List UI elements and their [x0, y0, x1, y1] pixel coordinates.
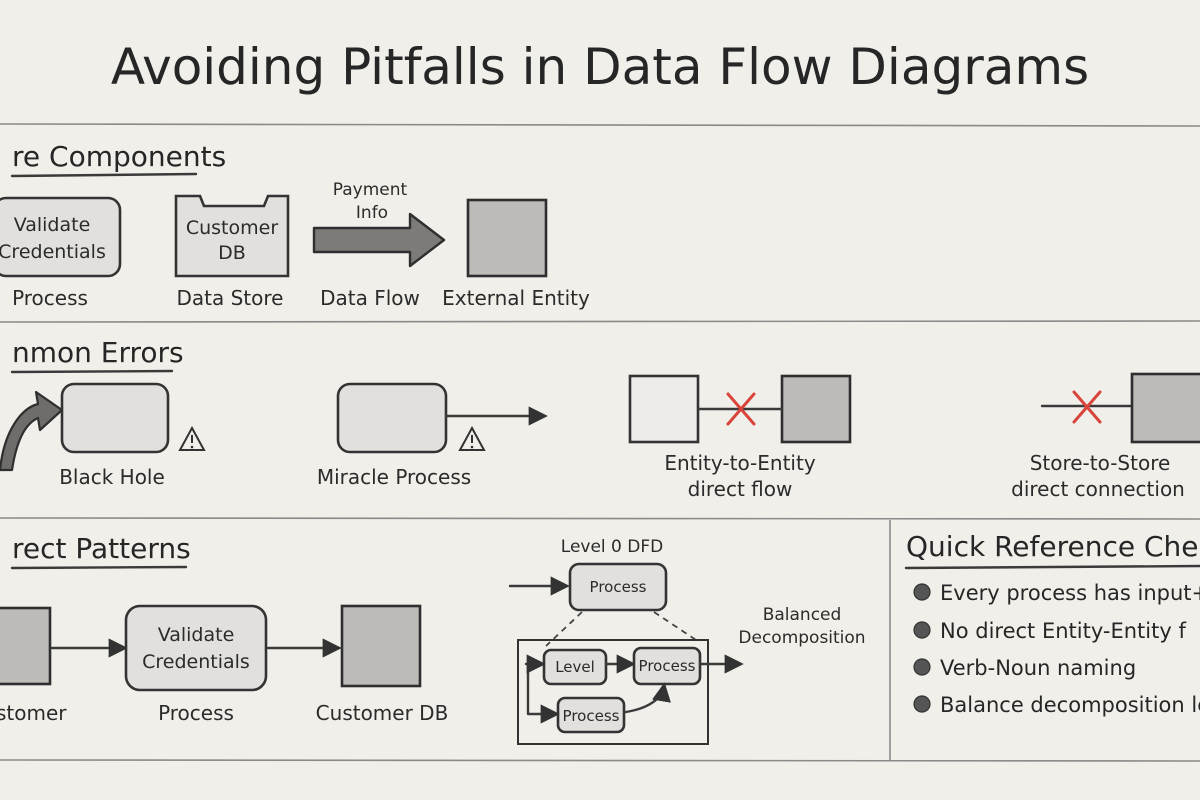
bullet-icon — [913, 621, 931, 639]
store-to-store-label-line1: Store-to-Store — [1030, 451, 1171, 475]
warning-triangle-icon — [178, 425, 206, 451]
external-entity-label: External Entity — [442, 286, 590, 310]
data-store-text-line2: DB — [218, 242, 246, 264]
level1-loop-arrow-icon — [526, 662, 560, 724]
entity-to-entity-label-line2: direct flow — [688, 477, 793, 501]
data-flow-label: Data Flow — [320, 286, 420, 310]
customer-db-label: Customer DB — [316, 701, 449, 725]
error-miracle-process: Miracle Process — [317, 382, 548, 489]
heading-underline — [10, 565, 188, 570]
page-title: Avoiding Pitfalls in Data Flow Diagrams — [111, 38, 1089, 96]
validate-process-shape — [124, 604, 268, 692]
miracle-process-shape — [336, 382, 448, 454]
section-correct-patterns: rect Patterns stomer Validate Credential… — [0, 532, 866, 745]
checklist-item: Balance decomposition lev — [940, 693, 1200, 717]
red-x-icon — [1072, 390, 1102, 424]
section-heading: nmon Errors — [12, 336, 184, 369]
validate-process-label: Process — [158, 701, 234, 725]
checklist-item: Verb-Noun naming — [940, 656, 1136, 680]
decomposition-line-right — [653, 611, 697, 641]
process-text-line1: Validate — [14, 214, 91, 236]
process-label: Process — [12, 286, 88, 310]
error-entity-to-entity: Entity-to-Entity direct flow — [628, 374, 852, 501]
component-data-store: Customer DB Data Store — [174, 194, 290, 310]
divider-top — [0, 123, 1200, 127]
data-flow-arrow-icon — [312, 212, 446, 268]
store-shape — [1130, 372, 1200, 444]
level1-box-bottom-text: Process — [563, 707, 620, 725]
section-heading: rect Patterns — [12, 532, 191, 565]
customer-db-shape — [340, 604, 422, 688]
level1-box-right-text: Process — [639, 657, 696, 675]
checklist-item: No direct Entity-Entity f — [940, 619, 1186, 643]
checklist-heading: Quick Reference Check — [906, 530, 1200, 563]
validate-process-text-line1: Validate — [158, 624, 235, 646]
component-external-entity: External Entity — [442, 198, 590, 310]
black-hole-process-shape — [60, 382, 170, 454]
section-core-components: re Components Validate Credentials Proce… — [0, 140, 590, 310]
level0-caption: Level 0 DFD — [561, 537, 663, 557]
divider-bottom — [0, 759, 1200, 762]
heading-underline — [10, 369, 174, 374]
customer-entity-shape — [0, 606, 52, 686]
section-checklist: Quick Reference Check Every process has … — [904, 530, 1200, 717]
section-common-errors: nmon Errors Black Hole Miracle Process — [0, 336, 1200, 501]
divider-errors — [0, 320, 1200, 323]
level0-top-process-text: Process — [590, 578, 647, 596]
bullet-icon — [913, 695, 931, 713]
customer-entity-label: stomer — [0, 701, 67, 725]
error-black-hole: Black Hole — [0, 382, 206, 489]
level0-dfd: Level 0 DFD Process Level Process Proces… — [508, 537, 866, 745]
checklist-item: Every process has input+o — [940, 581, 1200, 605]
data-flow-text-line1: Payment — [333, 180, 408, 200]
black-hole-label: Black Hole — [59, 465, 165, 489]
store-to-store-label-line2: direct connection — [1011, 477, 1185, 501]
data-store-label: Data Store — [177, 286, 284, 310]
balanced-label-line2: Decomposition — [738, 628, 865, 648]
heading-underline — [904, 564, 1200, 570]
entity-to-entity-label-line1: Entity-to-Entity — [664, 451, 815, 475]
bullet-icon — [913, 583, 931, 601]
level1-frame — [517, 639, 709, 745]
divider-patterns — [0, 517, 1200, 520]
data-store-shape — [174, 194, 290, 278]
miracle-process-label: Miracle Process — [317, 465, 471, 489]
bullet-icon — [913, 658, 931, 676]
decomposition-line-left — [545, 611, 583, 647]
incoming-arrow-icon — [0, 390, 64, 472]
level0-top-process-shape — [568, 562, 668, 612]
data-store-text-line1: Customer — [186, 217, 278, 239]
process-text-line2: Credentials — [0, 241, 106, 263]
external-entity-shape — [466, 198, 548, 278]
red-x-icon — [726, 392, 756, 426]
entity-b-shape — [780, 374, 852, 444]
entity-a-shape — [628, 374, 700, 444]
balanced-label-line1: Balanced — [763, 605, 842, 625]
heading-underline — [10, 172, 198, 178]
error-store-to-store: Store-to-Store direct connection — [1011, 372, 1200, 501]
component-process: Validate Credentials Process — [0, 196, 122, 310]
level1-bottom-arrow-icon — [624, 682, 671, 714]
validate-process-text-line2: Credentials — [142, 651, 250, 673]
section-heading: re Components — [12, 140, 226, 173]
level1-box-left-text: Level — [555, 658, 595, 676]
process-shape — [0, 196, 122, 278]
warning-triangle-icon — [458, 425, 486, 451]
data-flow-text-line2: Info — [356, 203, 388, 223]
component-data-flow: Payment Info Data Flow — [312, 180, 446, 310]
